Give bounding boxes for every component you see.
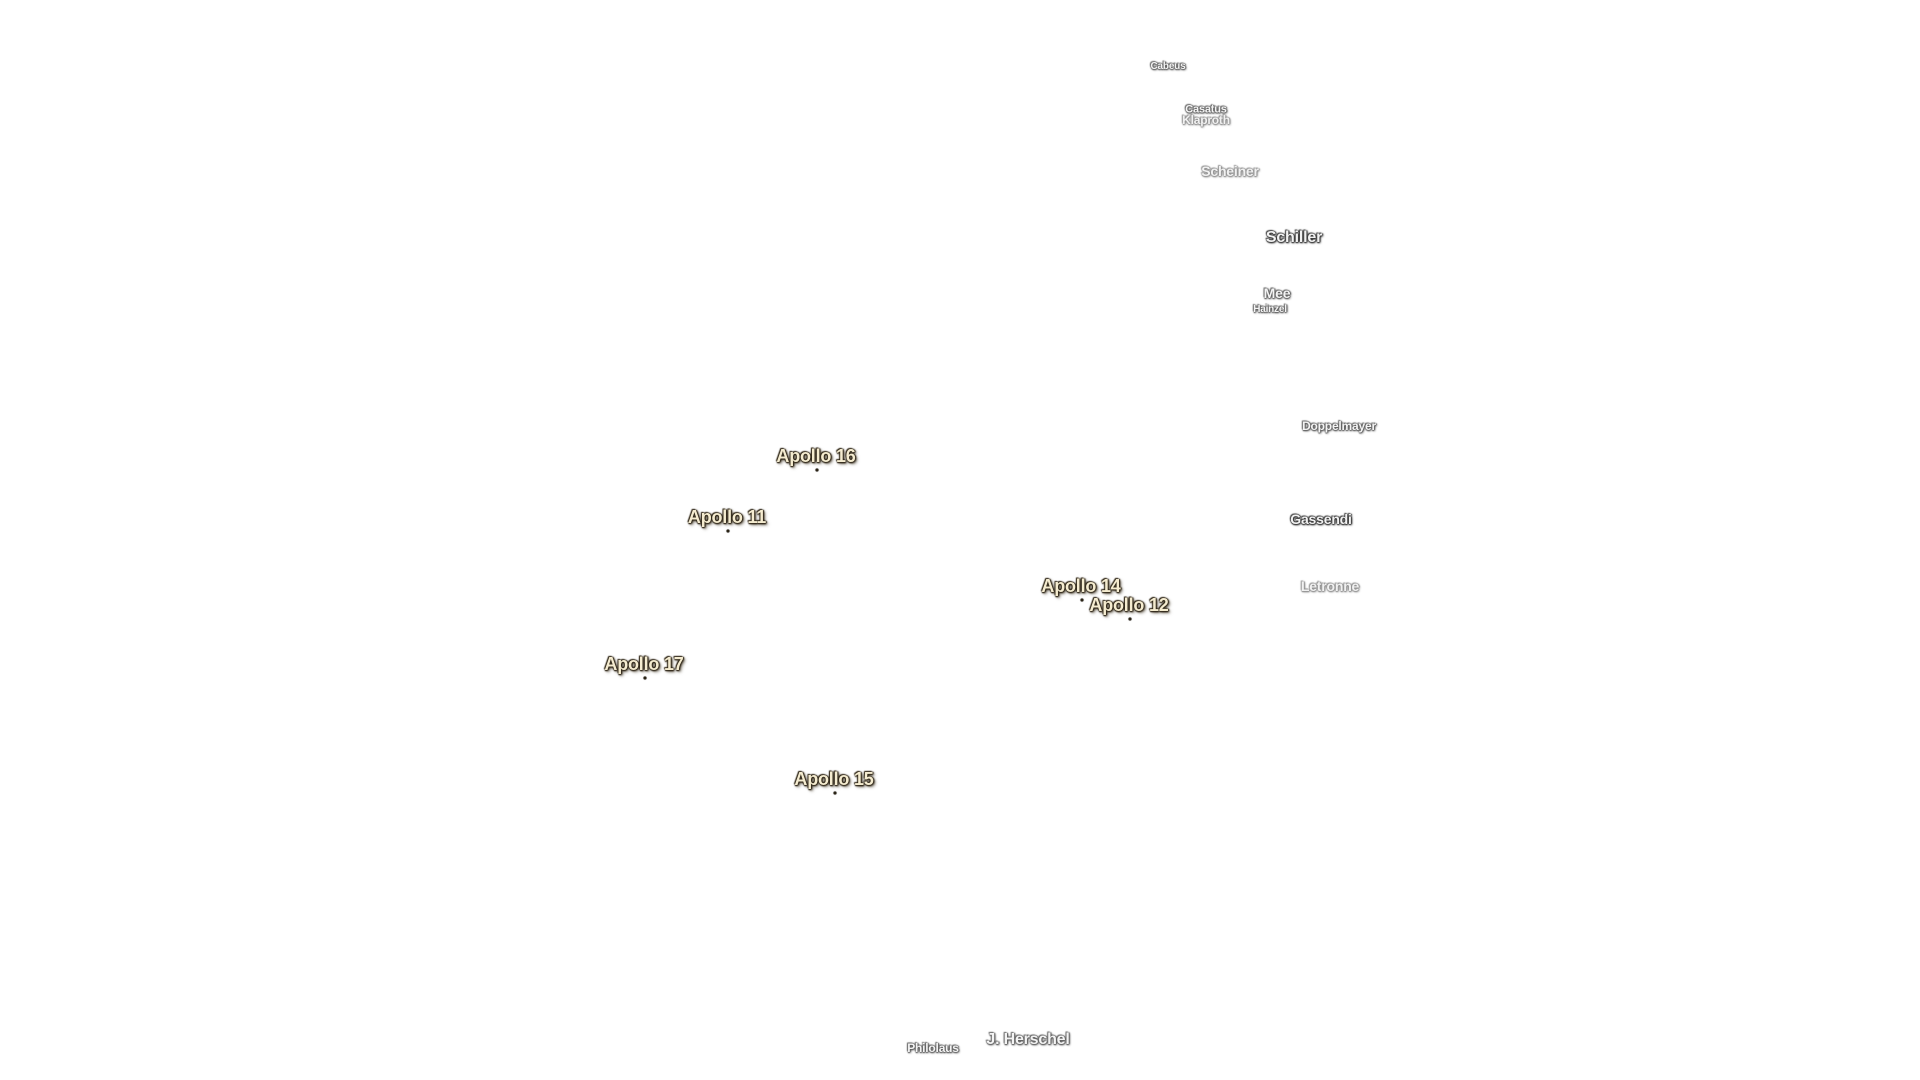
- crater-label-schiller[interactable]: Schiller: [1265, 229, 1323, 246]
- crater-label-cabeus[interactable]: Cabeus: [1150, 61, 1186, 72]
- crater-label-casatus[interactable]: Casatus: [1185, 103, 1227, 116]
- crater-label-gassendi[interactable]: Gassendi: [1290, 511, 1352, 527]
- landing-site-label-apollo-12[interactable]: Apollo 12: [1089, 595, 1169, 615]
- landing-site-marker-apollo-12[interactable]: [1128, 617, 1132, 621]
- crater-label-j-herschel[interactable]: J. Herschel: [986, 1031, 1070, 1048]
- landing-site-label-apollo-14[interactable]: Apollo 14: [1041, 576, 1121, 596]
- crater-label-letronne[interactable]: Letronne: [1300, 578, 1360, 594]
- crater-label-klaproth[interactable]: Klaproth: [1182, 113, 1230, 127]
- landing-site-marker-apollo-17[interactable]: [643, 676, 647, 680]
- landing-site-marker-apollo-14[interactable]: [1080, 598, 1084, 602]
- landing-site-label-apollo-15[interactable]: Apollo 15: [794, 769, 874, 789]
- landing-site-marker-apollo-16[interactable]: [815, 468, 819, 472]
- crater-label-philolaus[interactable]: Philolaus: [907, 1041, 959, 1055]
- landing-site-label-apollo-17[interactable]: Apollo 17: [604, 654, 684, 674]
- crater-label-doppelmayer[interactable]: Doppelmayer: [1302, 419, 1376, 433]
- landing-site-label-apollo-16[interactable]: Apollo 16: [776, 446, 856, 466]
- crater-label-hainzel[interactable]: Hainzel: [1253, 304, 1287, 315]
- crater-label-mee[interactable]: Mee: [1263, 285, 1291, 301]
- landing-site-marker-apollo-15[interactable]: [833, 791, 837, 795]
- landing-site-label-apollo-11[interactable]: Apollo 11: [687, 507, 767, 527]
- crater-label-scheiner[interactable]: Scheiner: [1201, 163, 1259, 179]
- landing-site-marker-apollo-11[interactable]: [726, 529, 730, 533]
